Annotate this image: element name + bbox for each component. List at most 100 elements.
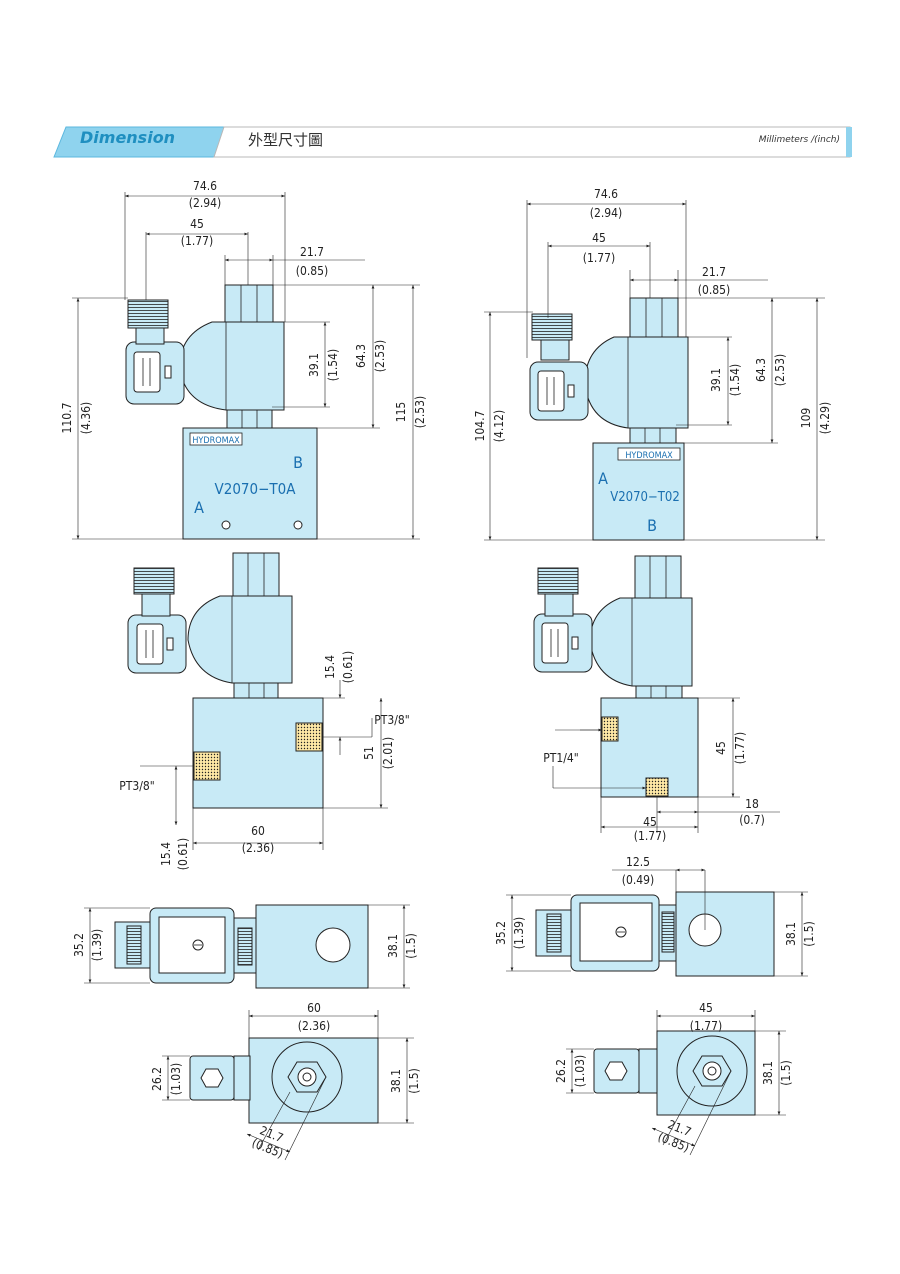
port-a-label: A xyxy=(194,498,204,517)
dim-h2-inch: (2.53) xyxy=(773,354,787,386)
connector-plate xyxy=(537,370,565,412)
dim-side-h-inch: (2.01) xyxy=(381,737,395,769)
gland-nut xyxy=(537,567,579,595)
dim-bot-w: 45 xyxy=(699,1001,713,1015)
dim-h3: 115 xyxy=(394,402,408,423)
dim-top-h: 35.2 xyxy=(494,921,508,945)
connector-plate xyxy=(133,351,161,393)
dim-bot-nut-inch: (1.03) xyxy=(169,1063,183,1095)
right-top-view: 12.5 (0.49) 35.2 (1.39) 38.1 (1.5) xyxy=(494,855,816,977)
port-knurl xyxy=(295,722,323,752)
port-a-label: A xyxy=(598,469,608,488)
coil-body xyxy=(187,595,293,684)
dim-width-inch: (2.94) xyxy=(590,206,622,220)
dim-hex-inch: (0.85) xyxy=(296,264,328,278)
cable-gland xyxy=(135,327,165,345)
port-knurl xyxy=(601,716,619,742)
dim-h1: 39.1 xyxy=(709,368,723,392)
dim-bot-h: 38.1 xyxy=(389,1069,403,1093)
nameplate-box xyxy=(189,432,243,446)
dim-h3-inch: (2.53) xyxy=(413,396,427,428)
dim-top-w: 38.1 xyxy=(784,922,798,946)
dim-h1-inch: (1.54) xyxy=(326,349,340,381)
dim-hex: 21.7 xyxy=(300,245,324,259)
dim-side-off-inch: (0.7) xyxy=(739,813,765,827)
model-label: V2070−T02 xyxy=(610,490,680,505)
model-label: V2070−T0A xyxy=(215,480,297,498)
coil-body xyxy=(179,321,285,411)
dim-h1-inch: (1.54) xyxy=(728,364,742,396)
dim-side-h-inch: (1.77) xyxy=(733,732,747,764)
dim-width: 74.6 xyxy=(193,179,217,193)
dim-side-h: 51 xyxy=(362,746,376,760)
tube-nut xyxy=(226,409,273,429)
mount-hole xyxy=(293,520,303,530)
nameplate-text: HYDROMAX xyxy=(625,451,673,461)
section-subtitle: 外型尺寸圖 xyxy=(248,131,324,149)
dim-total-inch: (4.12) xyxy=(492,410,506,442)
nameplate-box xyxy=(617,447,681,461)
dim-side-bot-inch: (0.61) xyxy=(176,838,190,870)
dim-side-top-inch: (0.61) xyxy=(341,651,355,683)
dim-bot-w-inch: (1.77) xyxy=(690,1019,722,1033)
dim-hex: 21.7 xyxy=(702,265,726,279)
dim-top-h-inch: (1.39) xyxy=(90,929,104,961)
right-front-view: HYDROMAX A V2070−T02 B 74.6 (2.94) 45 (1… xyxy=(473,187,832,541)
dim-side-bot: 15.4 xyxy=(159,842,173,866)
dim-top-off-inch: (0.49) xyxy=(622,873,654,887)
dim-top-h: 35.2 xyxy=(72,933,86,957)
nameplate-text: HYDROMAX xyxy=(192,436,240,446)
gland-nut xyxy=(133,567,175,595)
cable-gland xyxy=(540,337,570,361)
dim-bot-w: 60 xyxy=(307,1001,321,1015)
header-bar xyxy=(52,123,852,158)
tube-nut xyxy=(233,682,279,699)
dim-total: 104.7 xyxy=(473,411,487,442)
armature-hex xyxy=(629,297,679,338)
left-side-view: 15.4 (0.61) PT3/8" 51 (2.01) PT3/8" 60 (… xyxy=(119,552,410,870)
section-tab-title: Dimension xyxy=(80,128,176,147)
mount-hole xyxy=(221,520,231,530)
dim-side-w: 60 xyxy=(251,824,265,838)
dim-coil-offset: 45 xyxy=(592,231,606,245)
coil-body xyxy=(589,597,693,687)
port-b-label: B xyxy=(293,453,303,472)
coil-body xyxy=(584,336,689,429)
dim-width: 74.6 xyxy=(594,187,618,201)
right-bottom-view: 45 (1.77) 26.2 (1.03) 38.1 (1.5) 21.7 (0… xyxy=(554,1001,793,1156)
dim-top-h-inch: (1.39) xyxy=(512,917,526,949)
dim-h2: 64.3 xyxy=(354,344,368,368)
dim-bot-w-inch: (2.36) xyxy=(298,1019,330,1033)
port-hole xyxy=(315,927,351,963)
tube-nut xyxy=(635,685,683,699)
dim-bot-nut: 26.2 xyxy=(554,1059,568,1083)
cable-gland xyxy=(141,593,171,617)
dim-h2-inch: (2.53) xyxy=(373,340,387,372)
dim-top-w: 38.1 xyxy=(386,934,400,958)
tube-nut xyxy=(629,427,677,444)
dim-top-w-inch: (1.5) xyxy=(404,933,418,959)
dim-coil-offset-inch: (1.77) xyxy=(181,234,213,248)
dim-bot-nut: 26.2 xyxy=(150,1067,164,1091)
left-top-view: 35.2 (1.39) 38.1 (1.5) xyxy=(72,904,418,989)
dim-side-w-inch: (2.36) xyxy=(242,841,274,855)
dim-top-w-inch: (1.5) xyxy=(802,921,816,947)
hex-nut xyxy=(200,1068,224,1088)
left-front-view: HYDROMAX B V2070−T0A A 74.6 (2.94) 45 (1… xyxy=(60,179,427,540)
port-label: PT1/4" xyxy=(543,751,578,765)
dim-h3: 109 xyxy=(799,408,813,429)
dim-side-w-inch: (1.77) xyxy=(634,829,666,843)
dim-total-inch: (4.36) xyxy=(79,402,93,434)
dim-side-w: 45 xyxy=(643,815,657,829)
coil-neck xyxy=(638,1048,658,1094)
dim-width-inch: (2.94) xyxy=(189,196,221,210)
valve-block xyxy=(255,904,369,989)
left-bottom-view: 60 (2.36) 26.2 (1.03) 38.1 (1.5) 21.7 (0… xyxy=(150,1001,421,1161)
cable-gland xyxy=(544,593,574,617)
port-knurl xyxy=(645,777,669,797)
armature-hex xyxy=(232,552,280,597)
valve-block xyxy=(182,427,318,540)
armature-hex xyxy=(634,555,682,599)
coil-neck xyxy=(233,1055,251,1101)
right-side-view: PT1/4" 45 (1.77) 45 (1.77) 18 (0.7) xyxy=(533,555,780,843)
